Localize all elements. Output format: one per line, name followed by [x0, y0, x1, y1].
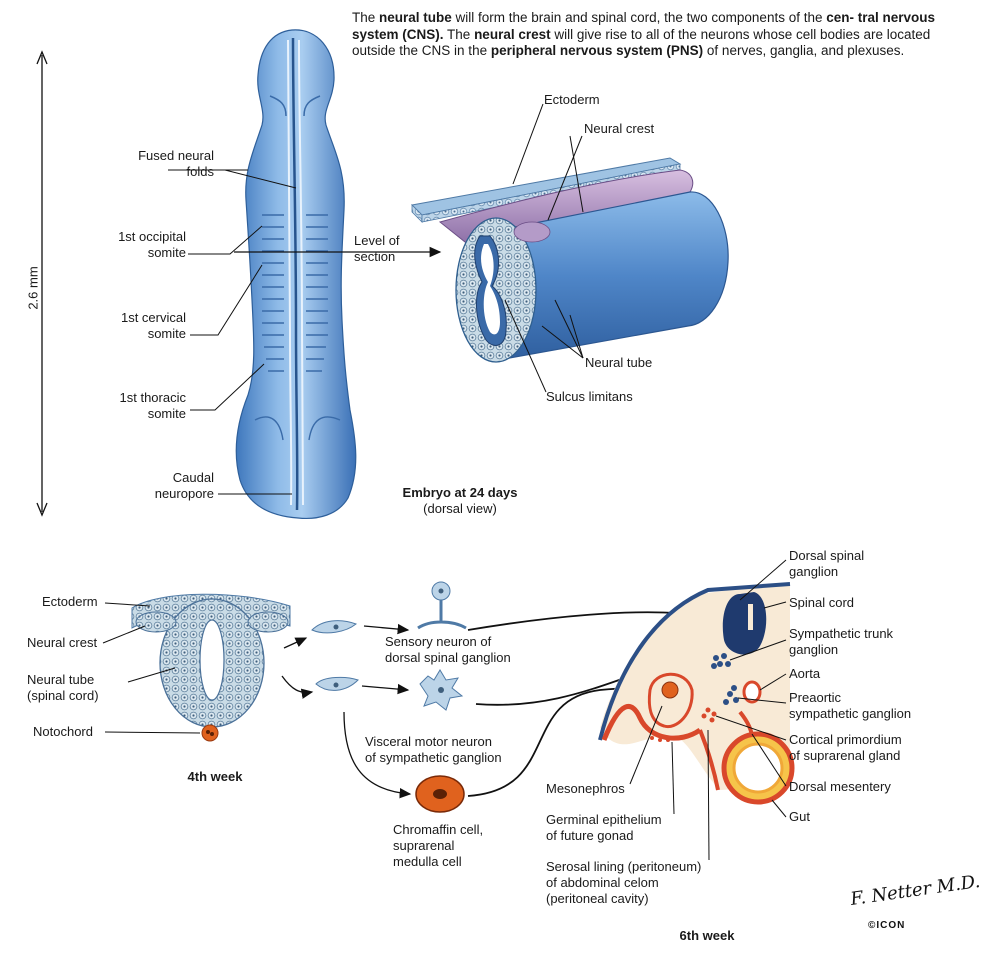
label-level-of-section: Level of section	[354, 233, 400, 264]
section-leader-lines	[504, 103, 584, 393]
embryo-caption: Embryo at 24 days (dorsal view)	[380, 485, 540, 517]
label-week4-neural-crest: Neural crest	[27, 635, 98, 650]
label-chromaffin-cell: Chromaffin cell, suprarenal medulla cell	[393, 822, 484, 869]
label-cortical-primordium: Cortical primordium of suprarenal gland	[789, 732, 902, 763]
label-caudal-neuropore: Caudal neuropore	[154, 470, 214, 501]
label-aorta: Aorta	[789, 666, 821, 681]
label-dorsal-mesentery: Dorsal mesentery	[789, 779, 891, 794]
week6-leader-lines	[629, 559, 787, 861]
intro-bold-pns: peripheral nervous system (PNS)	[490, 43, 704, 58]
label-section-ectoderm: Ectoderm	[544, 92, 600, 107]
label-week4-notochord: Notochord	[33, 724, 93, 739]
intro-paragraph: The neural tube will form the brain and …	[352, 10, 936, 58]
label-section-neural-tube: Neural tube	[585, 355, 653, 370]
embryo-leader-lines	[168, 169, 297, 495]
week6-caption: 6th week	[679, 928, 735, 943]
label-mesonephros: Mesonephros	[546, 781, 625, 796]
neural-tube-section	[410, 157, 729, 363]
scale-bar	[36, 50, 48, 517]
label-section-sulcus-limitans: Sulcus limitans	[546, 389, 633, 404]
label-sympathetic-trunk: Sympathetic trunk ganglion	[789, 626, 894, 657]
label-visceral-motor-neuron: Visceral motor neuron of sympathetic gan…	[365, 734, 502, 765]
label-sensory-neuron: Sensory neuron of dorsal spinal ganglion	[385, 634, 511, 665]
embryo-dorsal-view	[235, 29, 357, 520]
intro-bold-neural-crest: neural crest	[474, 26, 551, 42]
label-preaortic-ganglion: Preaortic sympathetic ganglion	[789, 690, 912, 721]
label-week4-neural-tube: Neural tube (spinal cord)	[27, 672, 99, 703]
week4-caption: 4th week	[187, 769, 243, 784]
icon-logo: ©ICON	[868, 920, 906, 931]
label-gut: Gut	[789, 809, 810, 824]
intro-bold-neural-tube: neural tube	[379, 10, 452, 25]
week4-leader-lines	[102, 602, 201, 734]
intro-bold-cns: cen- tral nervous system (CNS).	[352, 10, 936, 42]
chromaffin-cell	[415, 775, 465, 813]
label-serosal-lining: Serosal lining (peritoneum) of abdominal…	[546, 859, 702, 906]
label-week4-ectoderm: Ectoderm	[42, 594, 98, 609]
label-cervical-somite: 1st cervical somite	[120, 310, 186, 341]
week6-section	[598, 582, 795, 805]
week4-section	[131, 593, 291, 742]
visceral-motor-neuron	[419, 669, 464, 711]
embryo-caption-title: Embryo at 24 days	[402, 485, 518, 500]
label-section-neural-crest: Neural crest	[584, 121, 655, 136]
label-spinal-cord: Spinal cord	[789, 595, 855, 610]
label-germinal-epithelium: Germinal epithelium of future gonad	[546, 812, 662, 843]
sensory-neuron	[417, 581, 467, 630]
label-fused-neural-folds: Fused neural folds	[138, 148, 214, 179]
scale-label: 2.6 mm	[25, 266, 41, 310]
label-thoracic-somite: 1st thoracic somite	[119, 390, 186, 421]
embryo-caption-sub: (dorsal view)	[423, 501, 497, 516]
label-dorsal-spinal-ganglion: Dorsal spinal ganglion	[789, 548, 865, 579]
label-occipital-somite: 1st occipital somite	[118, 229, 186, 260]
